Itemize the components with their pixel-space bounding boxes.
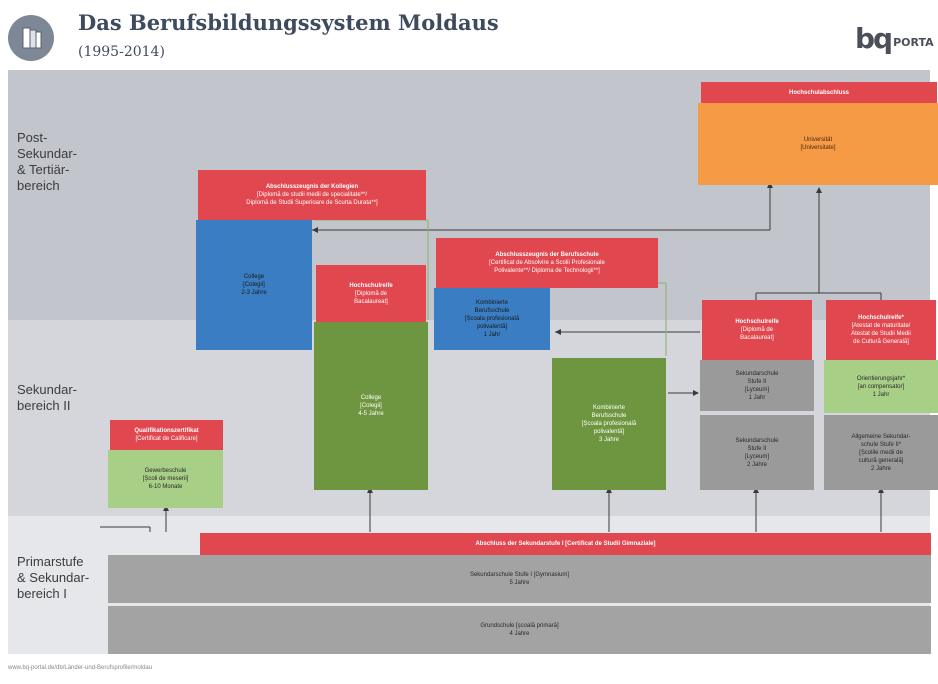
- sek2-2-duration: 2 Jahre: [746, 461, 767, 468]
- box-sek2-1jahr: Sekundarschule Stufe II [Lyceum] 1 Jahr: [700, 360, 814, 413]
- college-green-native: [Colegii]: [360, 403, 382, 409]
- cert-kollegien-line2: [Diplomă de studii medii de specialitate…: [256, 192, 368, 198]
- cert-berufsschule-line3: Polivalente**/ Diploma de Technologii**]: [494, 268, 600, 274]
- college-blue-native: [Colegii]: [243, 282, 265, 288]
- logo-mark: bq: [855, 21, 893, 55]
- box-sek2-2jahre: Sekundarschule Stufe II [Lyceum] 2 Jahre: [700, 415, 814, 490]
- logo: bq PORTA: [855, 20, 934, 56]
- sek2-2-l1: Sekundarschule: [735, 437, 779, 444]
- gewerbe-l1: Gewerbeschule: [144, 468, 187, 474]
- box-college-blue: College [Colegii] 2-3 Jahre: [196, 220, 312, 350]
- sek2-1-l3: [Lyceum]: [744, 386, 770, 393]
- cert-kollegien-line3: Diplomă de Studii Superioare de Scurta D…: [246, 200, 378, 206]
- cert-qualifikation: Qualifikationszertifikat [Certificat de …: [110, 420, 223, 450]
- orientierung-l2: [an compensator]: [857, 383, 905, 390]
- footer-url[interactable]: www.bq-portal.de/db/Länder-und-Berufspro…: [8, 665, 153, 671]
- college-blue-duration: 2-3 Jahre: [241, 290, 267, 296]
- allg-sek-l3: [Școlile medii de: [859, 449, 903, 456]
- komb-green-l2: Berufsschule: [591, 413, 627, 419]
- cert-hochschulreife-college: Hochschulreife [Diplomă de Bacalaureat]: [316, 265, 426, 322]
- zone-label-primary: Primarstufe & Sekundar- bereich I: [17, 554, 90, 601]
- sek1-label: Sekundarschule Stufe I [Gymnasium]: [469, 572, 570, 578]
- komb-blue-duration: 1 Jahr: [483, 332, 501, 338]
- cert-hsr-college-line2: [Diplomă de: [354, 290, 387, 297]
- komb-blue-l2: Berufsschule: [474, 308, 510, 314]
- universitaet-native: [Universitate]: [800, 145, 836, 151]
- grund-label: Grundschule [școală primară]: [480, 623, 559, 629]
- sek2-1-duration: 1 Jahr: [748, 394, 766, 401]
- grund-duration: 4 Jahre: [509, 631, 530, 637]
- cert-hsr-college-title: Hochschulreife: [349, 282, 393, 289]
- allg-sek-l1: Allgemeine Sekundar-: [851, 433, 911, 440]
- komb-blue-l1: Kombinierte: [475, 300, 508, 306]
- box-kombinierte-green: Kombinierte Berufsschule [Școala profesi…: [552, 358, 666, 490]
- komb-green-duration: 3 Jahre: [598, 437, 619, 443]
- cert-hochschulabschluss: Hochschulabschluss: [701, 82, 937, 103]
- orientierung-l1: Orientierungsjahr*: [856, 375, 906, 382]
- cert-hochschulreife-allg: Hochschulreife* [Atestat de maturitate/ …: [826, 300, 936, 360]
- box-orientierungsjahr: Orientierungsjahr* [an compensator] 1 Ja…: [824, 360, 938, 413]
- page-subtitle: (1995-2014): [78, 44, 165, 60]
- cert-qualifikation-title: Qualifikationszertifikat: [134, 428, 199, 434]
- allg-sek-l4: cultură generală]: [858, 457, 904, 464]
- cert-kollegien: Abschlusszeugnis der Kollegien [Diplomă …: [198, 170, 426, 220]
- cert-berufsschule-line2: [Certificat de Absolvire a Scolii Profes…: [489, 260, 605, 266]
- orientierung-duration: 1 Jahr: [872, 391, 890, 398]
- logo-text: PORTA: [893, 35, 934, 49]
- box-gewerbeschule: Gewerbeschule [Școli de meserii] 6-10 Mo…: [108, 450, 223, 508]
- header-icon-circle: [8, 15, 54, 61]
- book-stack-icon: [22, 27, 42, 49]
- sek2-2-l3: [Lyceum]: [744, 453, 770, 460]
- cert-sekundarstufe1: Abschluss der Sekundarstufe I [Certifica…: [200, 533, 931, 555]
- page-title: Das Berufsbildungssystem Moldaus: [78, 10, 499, 35]
- cert-hsr-lyzeum-line3: Bacalaureat]: [740, 335, 774, 341]
- cert-hochschulreife-lyzeum: Hochschulreife [Diplomă de Bacalaureat]: [702, 300, 812, 360]
- cert-hsr-lyzeum-title: Hochschulreife: [735, 319, 779, 325]
- cert-sekundarstufe1-text: Abschluss der Sekundarstufe I [Certifica…: [475, 541, 656, 547]
- komb-green-l1: Kombinierte: [592, 405, 625, 411]
- zone-label-tertiary: Post- Sekundar- & Tertiär- bereich: [17, 130, 77, 193]
- universitaet-label: Universität: [803, 137, 833, 143]
- cert-berufsschule: Abschlusszeugnis der Berufsschule [Certi…: [436, 238, 658, 288]
- cert-hsr-allg-title: Hochschulreife*: [858, 315, 904, 321]
- komb-green-l3: [Școala profesională: [581, 421, 637, 427]
- box-college-green: College [Colegii] 4-5 Jahre: [314, 322, 428, 490]
- box-grundschule: Grundschule [școală primară] 4 Jahre: [108, 606, 931, 654]
- sek1-duration: 5 Jahre: [509, 580, 530, 586]
- cert-hsr-allg-line4: de Cultură Generală]: [853, 339, 909, 345]
- cert-berufsschule-title: Abschlusszeugnis der Berufsschule: [495, 252, 599, 258]
- box-allg-sek2: Allgemeine Sekundar- schule Stufe II* [Ș…: [824, 415, 938, 490]
- cert-qualifikation-line2: [Certificat de Calificare]: [135, 436, 198, 442]
- box-sekundarstufe1: Sekundarschule Stufe I [Gymnasium] 5 Jah…: [108, 555, 931, 603]
- cert-hochschulabschluss-text: Hochschulabschluss: [788, 89, 850, 96]
- college-blue-label: College: [243, 274, 265, 280]
- cert-hsr-allg-line3: Atestat de Studii Medii: [851, 331, 911, 337]
- college-green-label: College: [360, 395, 382, 401]
- sek2-2-l2: Stufe II: [747, 445, 767, 452]
- sek2-1-l1: Sekundarschule: [735, 370, 779, 377]
- college-green-duration: 4-5 Jahre: [358, 411, 384, 417]
- gewerbe-duration: 6-10 Monate: [148, 484, 183, 490]
- komb-blue-l3: [Școala profesională: [464, 316, 520, 322]
- box-kombinierte-blue: Kombinierte Berufsschule [Școala profesi…: [434, 288, 550, 350]
- sek2-1-l2: Stufe II: [747, 378, 767, 385]
- zone-label-secondary2: Sekundar- bereich II: [17, 382, 77, 413]
- cert-hsr-allg-line2: [Atestat de maturitate/: [851, 323, 911, 329]
- cert-hsr-lyzeum-line2: [Diplomă de: [740, 327, 773, 333]
- allg-sek-l2: schule Stufe II*: [860, 441, 902, 448]
- komb-green-l4: polivalentă]: [593, 429, 625, 435]
- cert-hsr-college-line3: Bacalaureat]: [354, 298, 388, 305]
- cert-kollegien-title: Abschlusszeugnis der Kollegien: [265, 184, 359, 190]
- gewerbe-l2: [Școli de meserii]: [142, 476, 189, 482]
- box-universitaet: Universität [Universitate]: [698, 103, 938, 185]
- komb-blue-l4: polivalentă]: [476, 324, 508, 330]
- allg-sek-duration: 2 Jahre: [870, 465, 891, 472]
